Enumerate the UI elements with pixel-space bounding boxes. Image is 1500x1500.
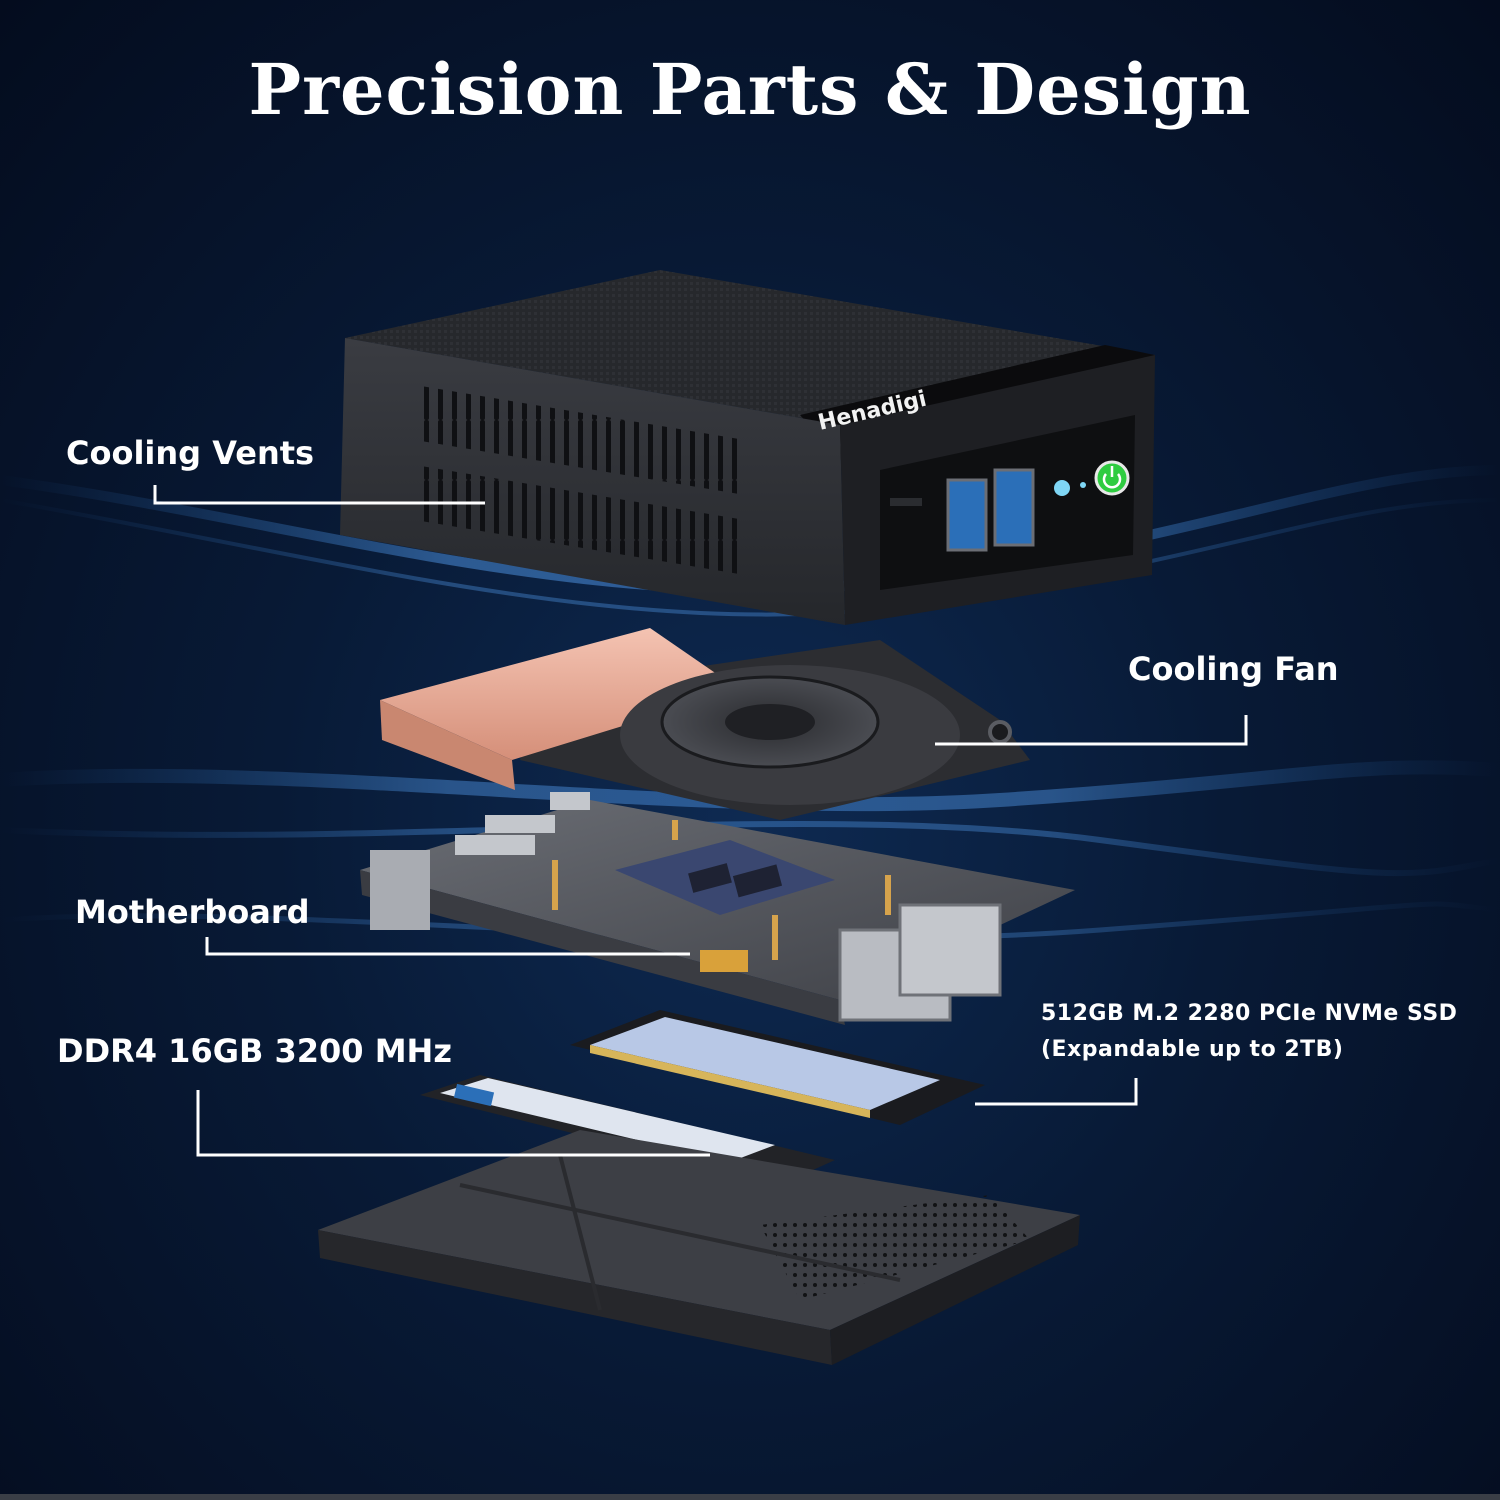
- sd-card-slot-icon: [890, 498, 922, 506]
- vent-grille-lower: [415, 465, 745, 575]
- leader-line-ssd: [975, 1078, 1138, 1106]
- label-cooling-vents: Cooling Vents: [66, 434, 315, 472]
- usb-port-icon-2: [993, 468, 1035, 547]
- bottom-edge-bar: [0, 1494, 1500, 1500]
- leader-lines: [153, 485, 1248, 1157]
- usb-port-icon-1: [946, 478, 988, 552]
- motherboard-board: [360, 792, 1075, 1025]
- label-ssd-line1: 512GB M.2 2280 PCIe NVMe SSD: [1041, 1001, 1458, 1026]
- leader-line-motherboard: [205, 937, 690, 956]
- label-ssd: 512GB M.2 2280 PCIe NVMe SSD (Expandable…: [1041, 996, 1457, 1068]
- cooling-fan-assembly: [380, 628, 1030, 820]
- ram-module: [570, 1010, 985, 1125]
- leader-line-ram: [196, 1090, 710, 1157]
- audio-jack-icon: [1054, 480, 1070, 496]
- vent-grille-upper: [415, 385, 745, 495]
- leader-line-cooling-fan: [935, 715, 1248, 746]
- page-title: Precision Parts & Design: [248, 48, 1252, 131]
- label-ram: DDR4 16GB 3200 MHz: [57, 1032, 452, 1070]
- power-button-icon: [1094, 460, 1130, 496]
- label-ssd-line2: (Expandable up to 2TB): [1041, 1037, 1344, 1062]
- label-cooling-fan: Cooling Fan: [1128, 650, 1339, 688]
- fan-connector: [700, 950, 748, 972]
- mini-pc-case: [340, 270, 1155, 625]
- leader-line-cooling-vents: [153, 485, 485, 505]
- bottom-base-plate: [318, 1130, 1080, 1365]
- usb-port-stack-2: [898, 903, 1002, 997]
- label-motherboard: Motherboard: [75, 893, 310, 931]
